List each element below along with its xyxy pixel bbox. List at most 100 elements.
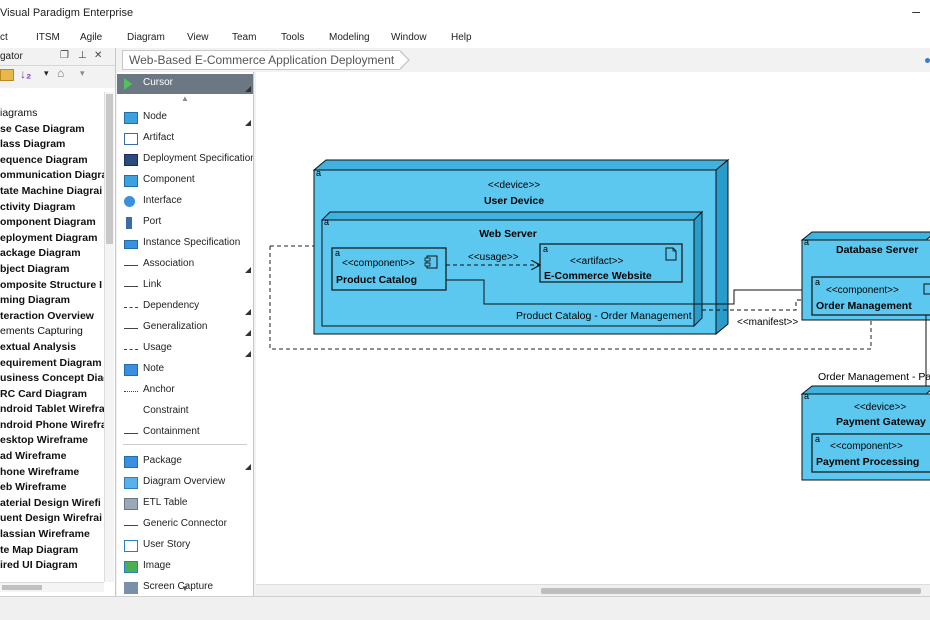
more-tools-indicator[interactable] xyxy=(245,120,251,126)
open-folder-icon[interactable] xyxy=(0,69,14,81)
navigator-item[interactable]: ming Diagram xyxy=(0,294,71,307)
navigator-item[interactable]: lass Diagram xyxy=(0,138,66,151)
navigator-item[interactable]: se Case Diagram xyxy=(0,122,85,135)
navigator-item[interactable]: hone Wireframe xyxy=(0,465,80,478)
minimize-button[interactable]: – xyxy=(912,3,920,19)
title-bar: Visual Paradigm Enterprise – xyxy=(0,0,930,28)
diagram-canvas[interactable]: a <<device>> User Device a Web Server a … xyxy=(256,72,930,596)
menu-modeling[interactable]: Modeling xyxy=(329,32,370,43)
breadcrumb-arrow-inner xyxy=(399,51,408,69)
navigator-item[interactable]: tate Machine Diagrai xyxy=(0,184,103,197)
more-tools-indicator[interactable] xyxy=(245,351,251,357)
canvas-horizontal-scrollbar[interactable] xyxy=(256,584,930,596)
palette-scroll-up-icon[interactable]: ▲ xyxy=(181,94,189,103)
navigator-item[interactable]: ndroid Phone Wirefra xyxy=(0,418,104,431)
product-catalog-component[interactable] xyxy=(331,247,447,291)
navigator-item[interactable]: ired UI Diagram xyxy=(0,559,78,572)
palette-item-label: Link xyxy=(143,279,162,290)
navigator-item[interactable]: ommunication Diagra xyxy=(0,169,104,182)
palette-instance-specification[interactable]: Instance Specification xyxy=(117,234,253,254)
palette-node[interactable]: Node xyxy=(117,108,253,128)
navigator-item[interactable]: extual Analysis xyxy=(0,340,77,353)
menu-project[interactable]: ct xyxy=(0,32,8,43)
navigator-item[interactable]: omponent Diagram xyxy=(0,216,96,229)
scroll-thumb[interactable] xyxy=(106,94,113,244)
menu-window[interactable]: Window xyxy=(391,32,427,43)
palette-port[interactable]: Port xyxy=(117,213,253,233)
palette-etl-table[interactable]: ETL Table xyxy=(117,494,253,514)
menu-diagram[interactable]: Diagram xyxy=(127,32,165,43)
palette-generalization[interactable]: Generalization xyxy=(117,318,253,338)
navigator-item[interactable]: ctivity Diagram xyxy=(0,200,76,213)
more-tools-indicator[interactable] xyxy=(245,309,251,315)
navigator-item[interactable]: ad Wireframe xyxy=(0,450,67,463)
palette-package[interactable]: Package xyxy=(117,452,253,472)
navigator-item[interactable]: ements Capturing xyxy=(0,325,83,338)
palette-dependency[interactable]: Dependency xyxy=(117,297,253,317)
dependency-connector[interactable] xyxy=(269,246,872,350)
navigator-item[interactable]: ndroid Tablet Wirefra xyxy=(0,403,104,416)
palette-component[interactable]: Component xyxy=(117,171,253,191)
product-order-link[interactable] xyxy=(446,279,812,305)
menu-view[interactable]: View xyxy=(187,32,209,43)
navigator-item[interactable]: equirement Diagram xyxy=(0,356,102,369)
navigator-item[interactable]: te Map Diagram xyxy=(0,543,79,556)
navigator-horizontal-scrollbar[interactable] xyxy=(0,582,104,592)
palette-screen-capture[interactable]: Screen Capture xyxy=(117,578,253,596)
dropdown-icon[interactable]: ▾ xyxy=(44,68,49,78)
scroll-thumb[interactable] xyxy=(2,585,42,590)
order-management-component[interactable] xyxy=(811,276,930,316)
palette-link[interactable]: Link xyxy=(117,276,253,296)
palette-constraint[interactable]: Constraint xyxy=(117,402,253,422)
palette-diagram-overview[interactable]: Diagram Overview xyxy=(117,473,253,493)
more-tools-indicator[interactable] xyxy=(245,267,251,273)
palette-image[interactable]: Image xyxy=(117,557,253,577)
navigator-item[interactable]: uent Design Wirefrai xyxy=(0,512,103,525)
palette-association[interactable]: Association xyxy=(117,255,253,275)
navigator-vertical-scrollbar[interactable] xyxy=(104,92,114,582)
navigator-item[interactable]: esktop Wireframe xyxy=(0,434,89,447)
pin-icon[interactable]: ⊥ xyxy=(78,50,87,61)
more-tools-indicator[interactable] xyxy=(245,464,251,470)
palette-scroll-down-icon[interactable]: ▼ xyxy=(181,584,189,593)
palette-deployment-specification[interactable]: Deployment Specification xyxy=(117,150,253,170)
palette-generic-connector[interactable]: Generic Connector xyxy=(117,515,253,535)
restore-icon[interactable]: ❐ xyxy=(60,50,69,61)
navigator-item[interactable]: teraction Overview xyxy=(0,309,94,322)
navigator-item[interactable]: ackage Diagram xyxy=(0,247,81,260)
palette-user-story[interactable]: User Story xyxy=(117,536,253,556)
navigator-item[interactable]: omposite Structure I xyxy=(0,278,103,291)
menu-team[interactable]: Team xyxy=(232,32,257,43)
palette-note[interactable]: Note xyxy=(117,360,253,380)
navigator-item[interactable]: iagrams xyxy=(0,107,38,119)
more-dropdown-icon[interactable]: ▾ xyxy=(80,68,85,78)
payment-processing-corner: a xyxy=(815,434,820,444)
sort-icon[interactable]: ↓₂ xyxy=(20,67,32,81)
navigator-item[interactable]: aterial Design Wirefi xyxy=(0,496,101,509)
navigator-item[interactable]: RC Card Diagram xyxy=(0,387,87,400)
navigator-item[interactable]: lassian Wireframe xyxy=(0,528,90,541)
menu-help[interactable]: Help xyxy=(451,32,472,43)
palette-artifact[interactable]: Artifact xyxy=(117,129,253,149)
palette-usage[interactable]: Usage xyxy=(117,339,253,359)
navigator-item[interactable]: equence Diagram xyxy=(0,153,88,166)
palette-interface[interactable]: Interface xyxy=(117,192,253,212)
navigator-item[interactable]: eb Wireframe xyxy=(0,481,67,494)
palette-anchor[interactable]: Anchor xyxy=(117,381,253,401)
menu-itsm[interactable]: ITSM xyxy=(36,32,60,43)
palette-cursor[interactable]: Cursor xyxy=(117,74,253,94)
payment-processing-component[interactable] xyxy=(811,433,930,473)
more-tools-indicator[interactable] xyxy=(245,86,251,92)
scroll-thumb[interactable] xyxy=(541,588,921,594)
up-icon[interactable]: ⌂ xyxy=(57,66,65,80)
palette-containment[interactable]: Containment xyxy=(117,423,253,443)
navigator-item[interactable]: eployment Diagram xyxy=(0,231,98,244)
navigator-item[interactable]: bject Diagram xyxy=(0,262,70,275)
navigator-item[interactable]: usiness Concept Diag xyxy=(0,372,104,385)
more-tools-indicator[interactable] xyxy=(245,330,251,336)
close-icon[interactable]: ✕ xyxy=(94,50,103,61)
navigator-title: gator xyxy=(0,51,23,62)
menu-agile[interactable]: Agile xyxy=(80,32,103,43)
menu-tools[interactable]: Tools xyxy=(281,32,305,43)
breadcrumb[interactable]: Web-Based E-Commerce Application Deploym… xyxy=(122,50,401,70)
